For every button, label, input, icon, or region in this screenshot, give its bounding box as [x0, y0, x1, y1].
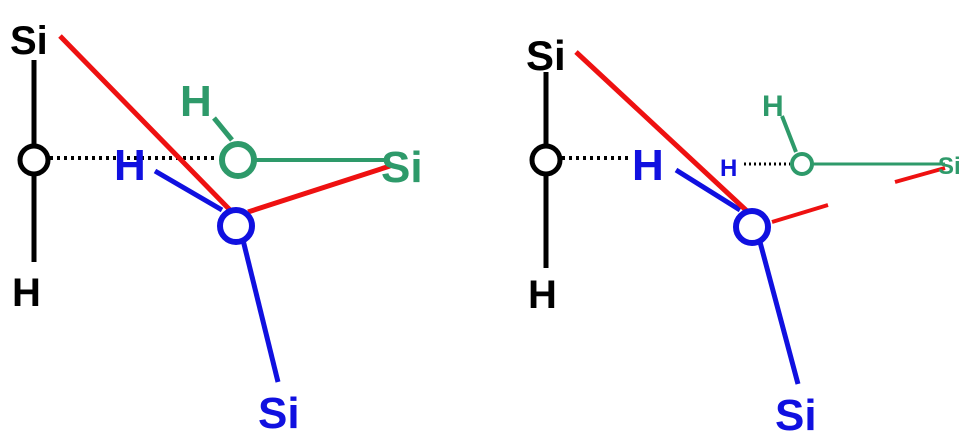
right-red-bond-si-stub: [894, 166, 946, 184]
right-blue-h-small-label: H: [720, 155, 737, 182]
right-red-bond-si-o: [574, 50, 750, 214]
left-green-si-label: Si: [381, 143, 423, 192]
right-si-top-label: Si: [526, 32, 566, 79]
right-black-oxygen-atom: [529, 143, 563, 177]
left-h-bottom-label: H: [12, 271, 41, 315]
left-blue-h-label: H: [114, 141, 146, 190]
right-panel: Si H H H H Si Si: [526, 32, 961, 438]
left-blue-oxygen-atom: [217, 207, 255, 245]
right-red-bond-o-stub: [771, 203, 829, 224]
left-green-h-label: H: [180, 77, 212, 126]
right-green-bond-h-o: [780, 115, 798, 153]
left-red-bond-si-o: [58, 34, 232, 212]
left-blue-bond-h-o: [153, 168, 224, 213]
right-h-bottom-label: H: [528, 273, 557, 317]
left-green-bond-h-o: [212, 116, 234, 142]
left-si-top-label: Si: [10, 19, 48, 63]
left-panel: Si H H H Si Si: [10, 19, 423, 438]
right-blue-h-big-label: H: [632, 141, 664, 190]
left-blue-bond-o-si: [240, 239, 281, 383]
left-green-oxygen-atom: [219, 141, 257, 179]
right-green-si-label: Si: [938, 153, 961, 180]
right-blue-oxygen-atom: [733, 208, 771, 246]
right-green-h-label: H: [762, 90, 784, 123]
left-black-oxygen-atom: [17, 143, 51, 177]
right-green-oxygen-atom: [790, 152, 814, 176]
right-blue-bond-h-o: [674, 167, 742, 213]
right-blue-si-label: Si: [775, 391, 817, 438]
left-red-bond-o-si: [247, 163, 391, 215]
left-blue-si-label: Si: [258, 389, 300, 438]
right-blue-bond-o-si: [757, 241, 801, 385]
